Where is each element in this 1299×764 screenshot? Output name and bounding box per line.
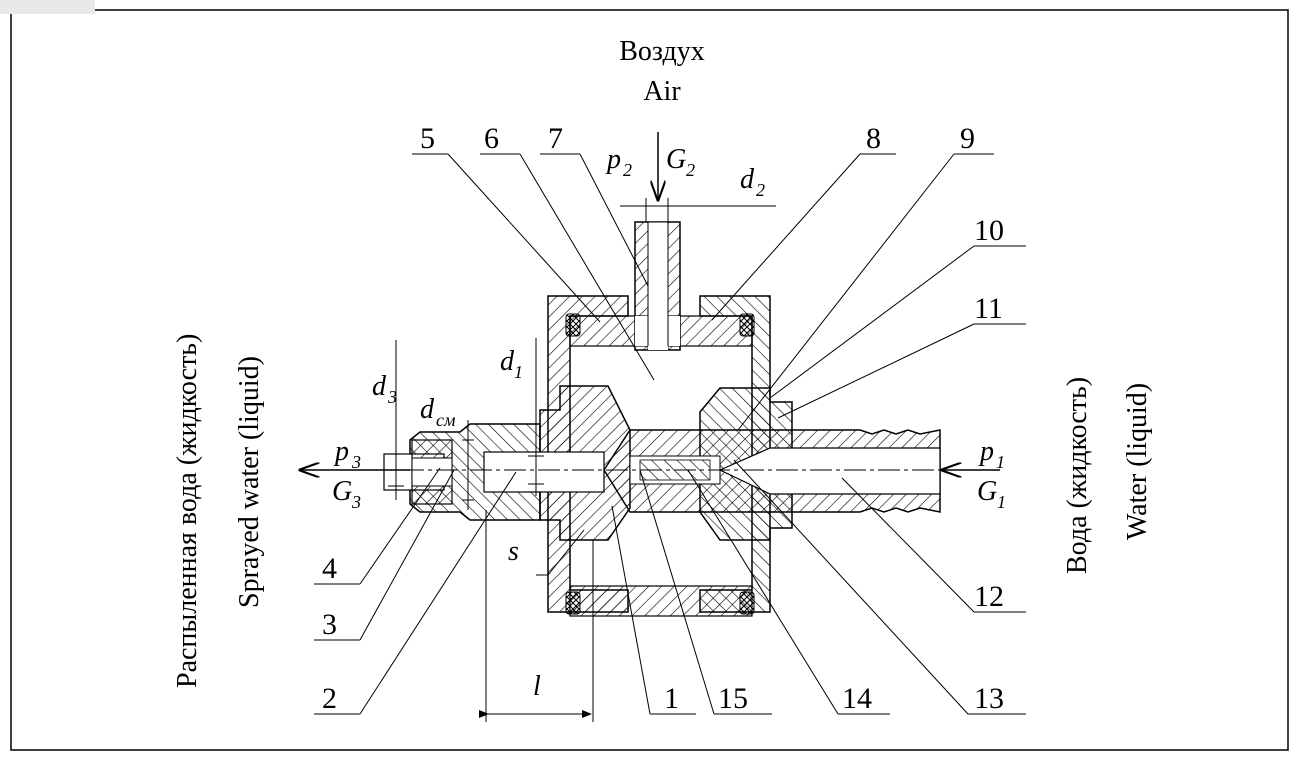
svg-text:G: G: [666, 144, 686, 175]
svg-text:d: d: [500, 346, 515, 377]
left-flow-en: Sprayed water (liquid): [234, 356, 265, 608]
svg-text:1: 1: [997, 492, 1006, 512]
symbol-l: l: [533, 671, 541, 702]
seal-top-left: [565, 313, 581, 337]
svg-text:G: G: [977, 476, 997, 507]
top-flow-ru: Воздух: [619, 36, 704, 67]
svg-text:d: d: [372, 371, 387, 402]
part-label-10: 10: [974, 214, 1004, 247]
svg-text:p: p: [333, 436, 349, 467]
svg-text:3: 3: [351, 452, 361, 472]
part-label-8: 8: [866, 122, 881, 155]
tab-corner: [0, 0, 95, 14]
part-label-3: 3: [322, 608, 337, 641]
part-label-12: 12: [974, 580, 1004, 613]
part-label-15: 15: [718, 682, 748, 715]
svg-text:d: d: [740, 164, 755, 195]
symbol-p2: p 2: [605, 144, 632, 180]
part-label-11: 11: [974, 292, 1003, 325]
part-label-2: 2: [322, 682, 337, 715]
svg-text:p: p: [605, 144, 621, 175]
svg-text:2: 2: [623, 160, 632, 180]
svg-text:2: 2: [756, 180, 765, 200]
svg-text:3: 3: [387, 387, 397, 407]
symbol-d1: d 1: [500, 346, 523, 382]
part-label-14: 14: [842, 682, 872, 715]
svg-text:1: 1: [996, 452, 1005, 472]
symbol-G3: G 3: [332, 476, 361, 512]
symbol-d3: d 3: [372, 371, 397, 407]
part-label-13: 13: [974, 682, 1004, 715]
part-label-4: 4: [322, 552, 337, 585]
symbol-d2: d 2: [740, 164, 765, 200]
svg-text:G: G: [332, 476, 352, 507]
part-label-5: 5: [420, 122, 435, 155]
outer-border: [10, 9, 1289, 751]
svg-text:2: 2: [686, 160, 695, 180]
svg-text:3: 3: [351, 492, 361, 512]
seal-bottom-left: [565, 591, 581, 615]
svg-text:p: p: [978, 436, 994, 467]
part-label-7: 7: [548, 122, 563, 155]
svg-text:d: d: [420, 394, 435, 425]
right-flow-ru: Вода (жидкость): [1062, 377, 1093, 574]
symbol-s: s: [508, 536, 519, 567]
symbol-p3: p 3: [333, 436, 361, 472]
bottom-bar: [569, 585, 753, 617]
top-flow-en: Air: [643, 76, 681, 107]
part-label-9: 9: [960, 122, 975, 155]
part-label-1: 1: [664, 682, 679, 715]
part-label-6: 6: [484, 122, 499, 155]
seal-top-right: [739, 313, 755, 337]
left-flow-ru: Распыленная вода (жидкость): [172, 334, 203, 688]
symbol-p1: p 1: [978, 436, 1005, 472]
seal-bottom-right: [739, 591, 755, 615]
symbol-dcm: d см: [420, 394, 456, 430]
symbol-G1: G 1: [977, 476, 1006, 512]
symbol-G2: G 2: [666, 144, 695, 180]
svg-text:см: см: [436, 410, 456, 430]
right-flow-en: Water (liquid): [1122, 383, 1153, 540]
svg-text:1: 1: [514, 362, 523, 382]
